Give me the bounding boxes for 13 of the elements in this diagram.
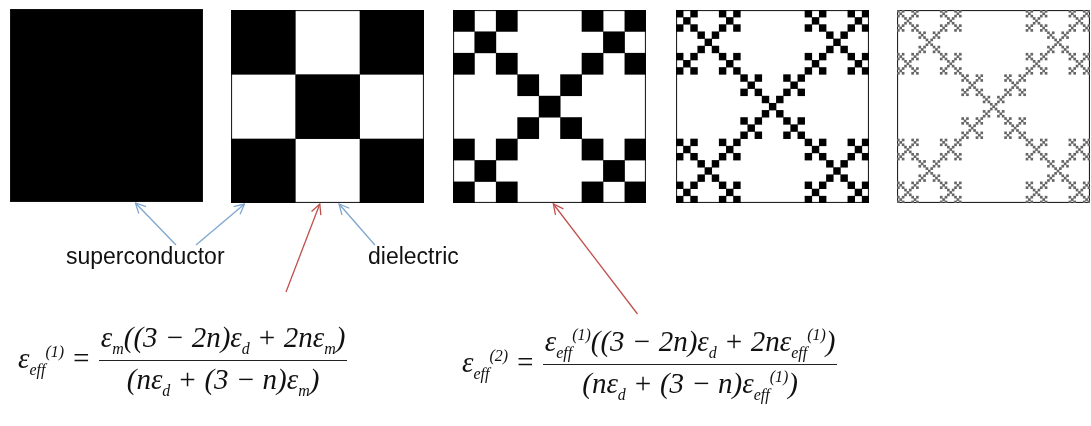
arrow	[285, 203, 322, 293]
arrow	[195, 203, 246, 246]
formula-denominator: (nε$_{d}$ + (3 − n)ε$_{m}$)	[126, 361, 320, 400]
formula-left-side: ε$_{eff}$$^{(2)}$ =	[462, 345, 535, 383]
formula-numerator: ε$_{eff}$$^{(1)}$((3 − 2n)ε$_{d}$ + 2nε$_{eff}$$^{(1)}$)	[542, 324, 838, 365]
material-label: dielectric	[368, 245, 459, 268]
formula-denominator: (nε$_{d}$ + (3 − n)ε$_{eff}$$^{(1)}$)	[582, 365, 798, 404]
arrow	[338, 203, 376, 246]
formula-numerator: ε$_{m}$((3 − 2n)ε$_{d}$ + 2nε$_{m}$)	[98, 320, 348, 361]
arrow	[134, 202, 177, 246]
formula-left-side: ε$_{eff}$$^{(1)}$ =	[18, 341, 91, 379]
arrow	[552, 203, 639, 315]
material-label: superconductor	[66, 245, 225, 268]
